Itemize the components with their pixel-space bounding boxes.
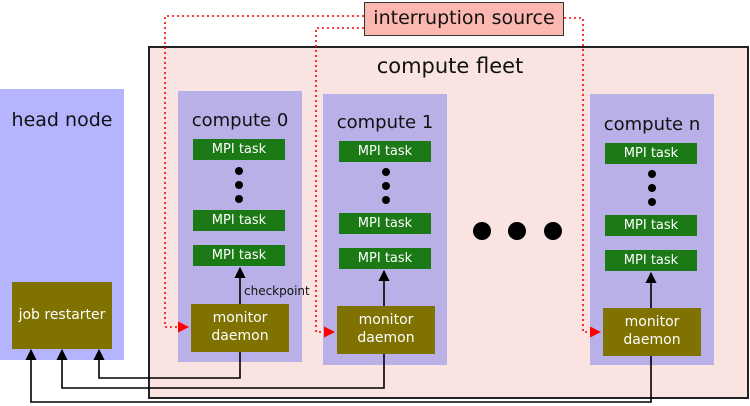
monitor-daemon-label-line2: daemon	[623, 332, 681, 348]
restart-line-compute-0	[93, 348, 241, 379]
restart-line-compute-1	[56, 348, 385, 389]
mpi-task: MPI task	[605, 215, 697, 236]
mpi-task: MPI task	[193, 139, 285, 160]
monitor-daemon-label-line2: daemon	[211, 328, 269, 344]
mpi-task: MPI task	[339, 213, 431, 234]
ellipsis-dot	[382, 168, 390, 176]
compute-node-1-title: compute 1	[336, 112, 434, 133]
interruption-signal-to-compute-0	[164, 15, 364, 333]
monitor-daemon-label-line1: monitor	[358, 312, 414, 328]
interruption-signal-to-compute-1	[315, 27, 364, 338]
ellipsis-dot	[648, 170, 656, 178]
compute-fleet-title: compute fleet	[376, 54, 524, 78]
monitor-daemon-box: monitor daemon	[603, 308, 701, 356]
monitor-daemon-label-line2: daemon	[357, 330, 415, 346]
mpi-task: MPI task	[605, 250, 697, 271]
ellipsis-dot-large	[473, 222, 491, 240]
mpi-task: MPI task	[339, 248, 431, 269]
head-node-title: head node	[11, 109, 113, 131]
ellipsis-dot	[235, 181, 243, 189]
checkpoint-label: checkpoint	[244, 284, 310, 298]
monitor-daemon-box: monitor daemon	[337, 306, 435, 354]
compute-node-n-title: compute n	[603, 114, 701, 135]
monitor-daemon-label-line1: monitor	[212, 310, 268, 326]
mpi-task: MPI task	[193, 245, 285, 266]
mpi-task: MPI task	[193, 210, 285, 231]
job-restarter-box: job restarter	[12, 282, 112, 349]
ellipsis-dot	[648, 198, 656, 206]
monitor-daemon-label-line1: monitor	[624, 314, 680, 330]
interruption-source-box: interruption source	[364, 2, 564, 36]
ellipsis-dot	[382, 196, 390, 204]
compute-node-0-title: compute 0	[191, 110, 289, 131]
ellipsis-dot	[382, 182, 390, 190]
ellipsis-dot-large	[508, 222, 526, 240]
monitor-daemon-box: monitor daemon	[191, 304, 289, 352]
ellipsis-dot	[235, 167, 243, 175]
ellipsis-dot	[648, 184, 656, 192]
ellipsis-dot-large	[544, 222, 562, 240]
interruption-signal-to-compute-n	[564, 17, 602, 338]
mpi-task: MPI task	[339, 141, 431, 162]
ellipsis-dot	[235, 195, 243, 203]
mpi-task: MPI task	[605, 143, 697, 164]
restart-line-compute-n	[25, 348, 652, 403]
